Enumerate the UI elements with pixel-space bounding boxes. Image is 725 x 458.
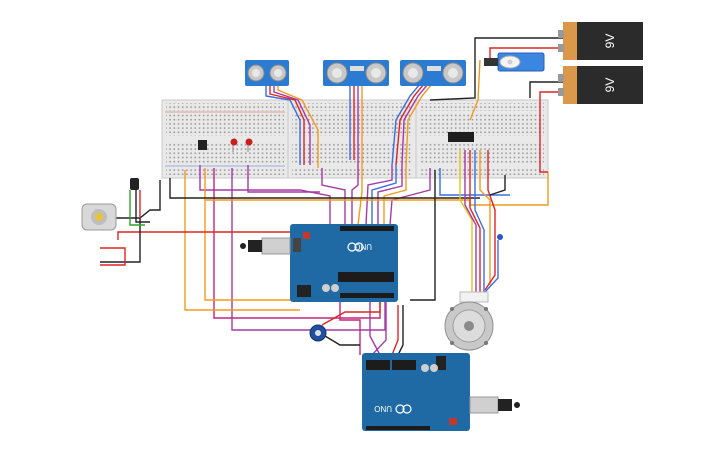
ultrasonic-sensor-icon <box>245 60 289 86</box>
dc-motor-icon <box>81 203 117 231</box>
battery-bottom: 9V <box>558 66 643 104</box>
ultrasonic-sensor-icon <box>323 60 389 86</box>
usb-connector-icon <box>469 396 520 414</box>
wires <box>100 37 565 356</box>
ultrasonic-sensor-icon <box>400 60 466 86</box>
transistor-icon <box>130 178 139 190</box>
battery-label: 9V <box>603 34 617 49</box>
ic-chip-icon <box>198 140 207 150</box>
led-icon <box>230 138 238 152</box>
led-icon <box>245 138 253 152</box>
arduino-uno-1: UNO <box>290 224 398 302</box>
breadboard-right <box>415 99 549 179</box>
arduino-uno-2: UNO <box>362 353 470 431</box>
stepper-motor-icon <box>444 291 494 351</box>
arduino-label: UNO <box>374 404 392 413</box>
ic-chip-icon <box>448 132 474 142</box>
potentiometer-icon <box>309 324 327 342</box>
probe-icon <box>497 234 503 240</box>
breadboard-left <box>161 99 289 179</box>
usb-connector-icon <box>240 237 291 255</box>
servo-icon <box>484 52 545 72</box>
battery-top: 9V <box>558 22 643 60</box>
breadboard-middle <box>287 99 417 179</box>
battery-label: 9V <box>603 78 617 93</box>
